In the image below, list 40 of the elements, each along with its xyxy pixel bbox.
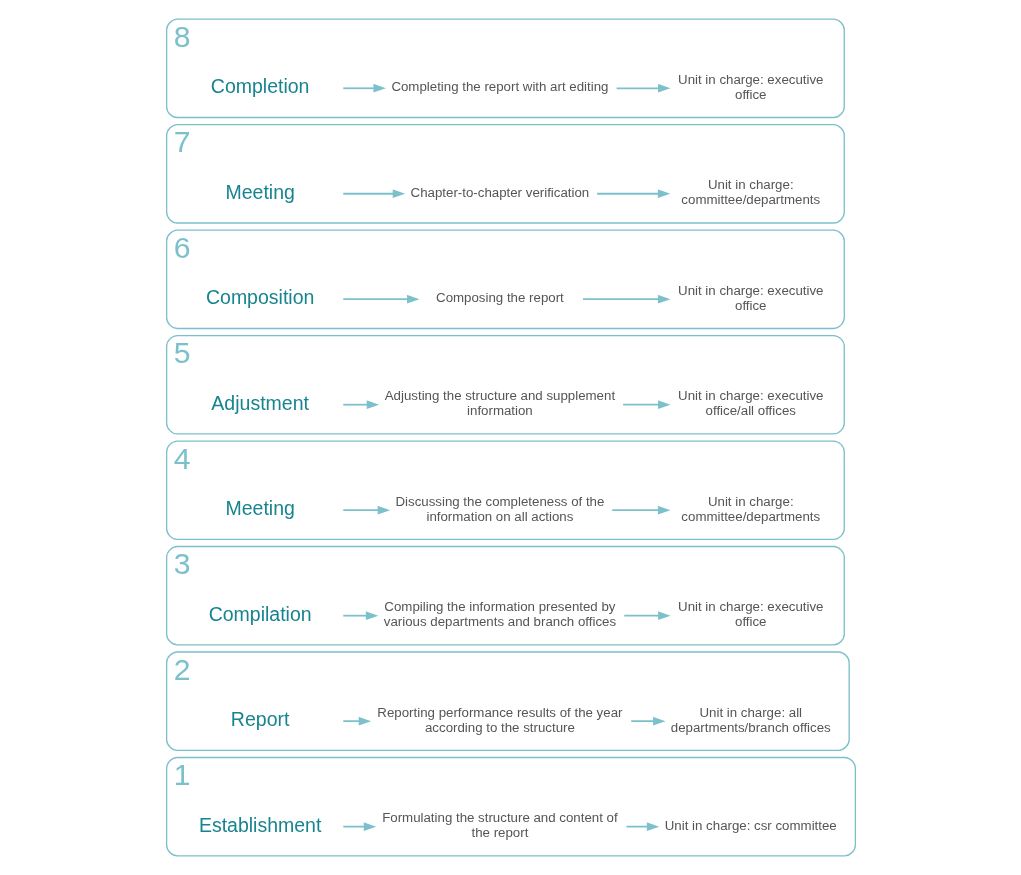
arrow: [341, 294, 419, 304]
node-text: Unit in charge: executive office/all offices: [677, 388, 823, 419]
arrow: [622, 611, 671, 620]
node-text: Unit in charge: csr committee: [664, 817, 837, 833]
node-text: Completing the report with art editing: [390, 79, 608, 95]
arrow: [341, 505, 390, 515]
arrow: [341, 83, 386, 93]
node-text: Discussing the completeness of the information on all actions: [394, 493, 604, 524]
arrow: [341, 822, 376, 831]
node-text: Reporting performance results of the year according to the structure: [376, 704, 622, 735]
node-text: Unit in charge: executive office: [677, 282, 823, 313]
node-text: Composition: [205, 286, 314, 309]
node-text: Completion: [210, 75, 309, 98]
node-text: Adjusting the structure and supplement information: [384, 388, 615, 419]
node-text: Meeting: [224, 497, 295, 520]
node-text: Establishment: [198, 813, 321, 836]
node-text: Formulating the structure and content of the report: [381, 810, 618, 841]
node-text: Report: [230, 708, 289, 731]
arrow: [629, 716, 665, 726]
node-text: Unit in charge: committee/departments: [680, 493, 820, 524]
node-text: Unit in charge: executive office: [677, 599, 823, 630]
arrow: [341, 400, 379, 410]
arrow: [615, 83, 670, 93]
arrow: [625, 822, 659, 831]
node-text: Chapter-to-chapter verification: [410, 184, 589, 200]
node-text: Meeting: [224, 180, 295, 203]
arrow: [610, 505, 670, 515]
arrow: [595, 189, 670, 199]
node-text: Unit in charge: executive office: [677, 71, 823, 102]
arrow: [341, 189, 405, 199]
arrow: [621, 400, 670, 410]
node-text: Compiling the information presented by various departments and branch offices: [383, 599, 616, 630]
node-text: Composing the report: [435, 290, 564, 306]
node-text: Unit in charge: committee/departments: [680, 177, 820, 208]
node-text: Unit in charge: all departments/branch offices: [670, 704, 831, 735]
node-text: Compilation: [208, 602, 312, 625]
node-text: Adjustment: [210, 391, 309, 414]
arrow: [341, 716, 371, 726]
arrow: [581, 294, 670, 304]
arrow: [341, 611, 378, 620]
